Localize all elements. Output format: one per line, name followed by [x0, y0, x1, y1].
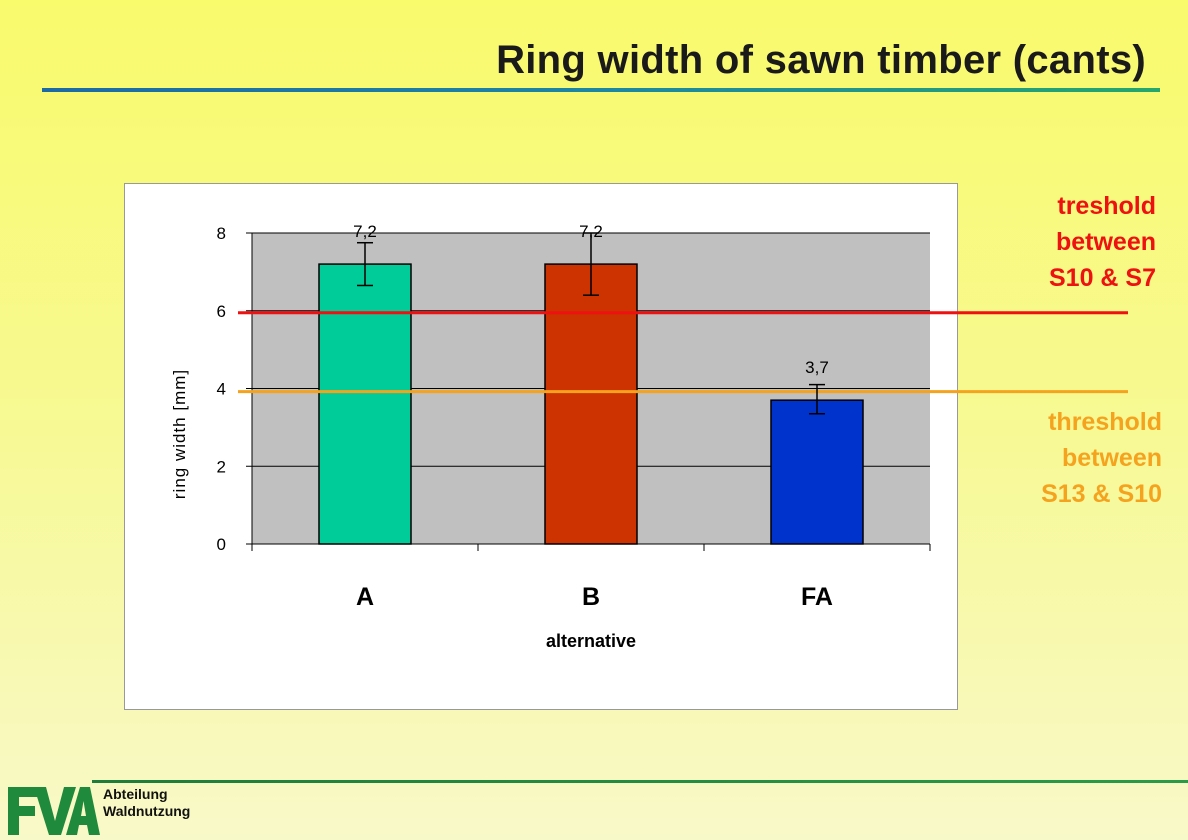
data-label: 3,7 [805, 358, 829, 377]
category-label: FA [801, 583, 833, 611]
y-tick-label: 6 [217, 302, 226, 321]
category-label: B [582, 583, 600, 611]
y-axis-title: ring width [mm] [170, 369, 189, 499]
department-line-2: Waldnutzung [103, 803, 191, 819]
threshold-upper-line-2: between [1055, 228, 1156, 256]
threshold-upper-line-3: S10 & S7 [1048, 264, 1156, 292]
title-divider [42, 88, 1160, 92]
footer-divider [92, 780, 1188, 783]
page-title: Ring width of sawn timber (cants) [496, 38, 1146, 82]
threshold-label-upper: treshold between S10 & S7 [856, 188, 1156, 296]
threshold-lower-line-2: between [1061, 444, 1162, 472]
data-label: 7,2 [579, 222, 603, 241]
data-label: 7,2 [353, 222, 377, 241]
threshold-lower-line-1: threshold [1048, 408, 1162, 436]
y-tick-label: 8 [217, 224, 226, 243]
bar-FA [770, 399, 864, 545]
department-label: Abteilung Waldnutzung [103, 786, 190, 820]
threshold-lower-line-3: S13 & S10 [1041, 480, 1162, 508]
category-label: A [356, 583, 374, 611]
bar-A [318, 263, 412, 545]
bar-B [544, 263, 638, 545]
x-axis-title: alternative [546, 631, 636, 651]
y-tick-label: 4 [217, 380, 226, 399]
department-line-1: Abteilung [103, 786, 168, 802]
y-tick-label: 0 [217, 535, 226, 554]
threshold-label-lower: threshold between S13 & S10 [862, 404, 1162, 512]
y-tick-label: 2 [217, 457, 226, 476]
threshold-upper-line-1: treshold [1057, 192, 1156, 220]
fva-logo [8, 787, 100, 835]
